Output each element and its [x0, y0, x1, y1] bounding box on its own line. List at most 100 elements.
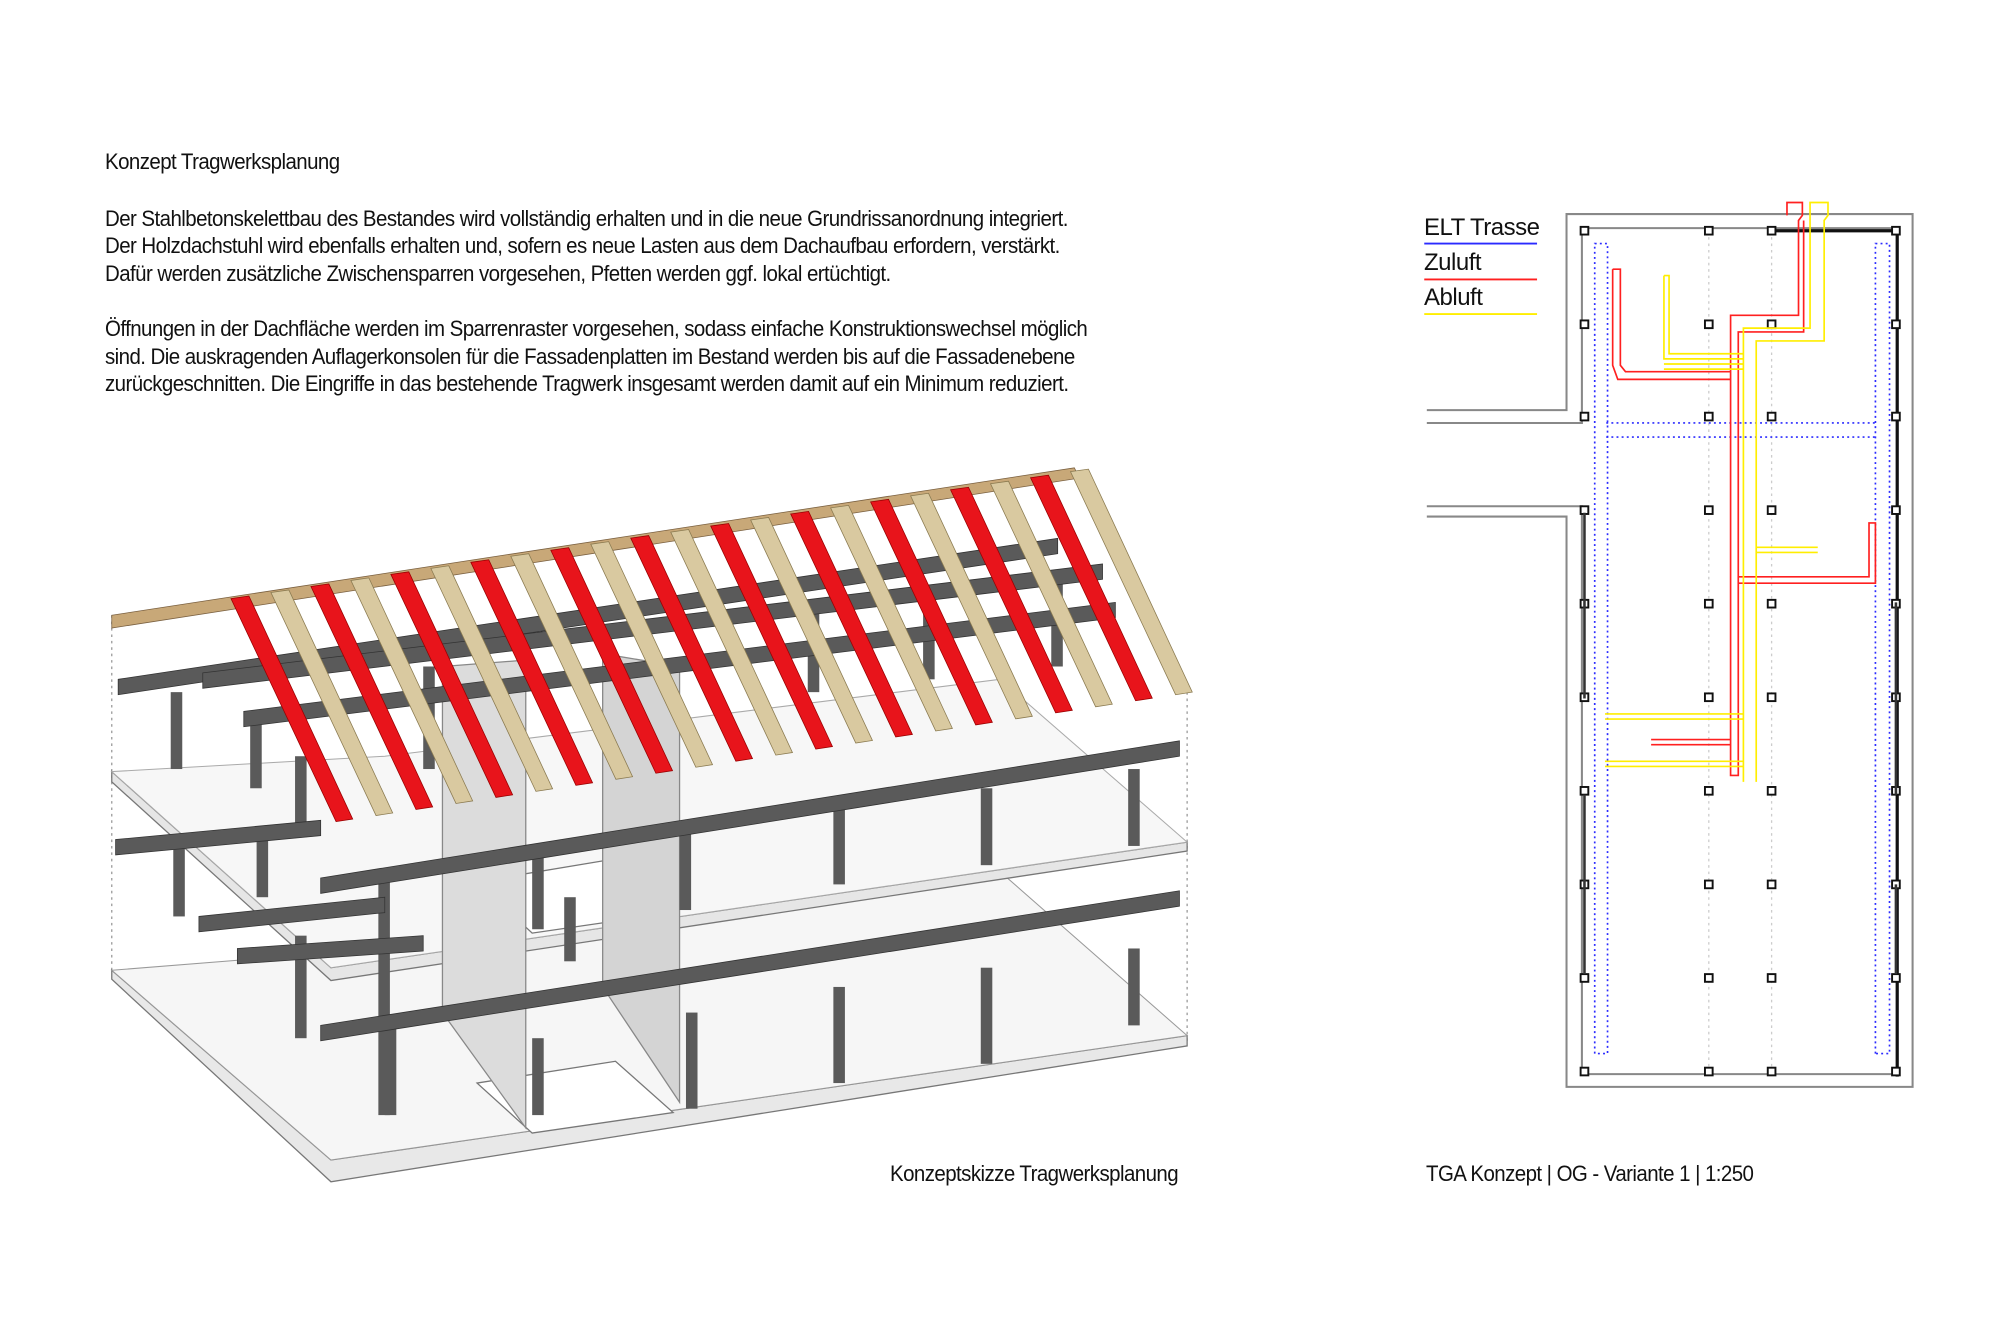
rafters — [230, 468, 1193, 823]
plan-column — [1703, 411, 1714, 422]
plan-column — [1891, 319, 1901, 330]
column — [378, 877, 390, 1116]
plan-column — [1703, 225, 1714, 236]
column — [980, 967, 993, 1064]
rafter-existing — [430, 565, 554, 792]
caption-tga: TGA Konzept | OG - Variante 1 | 1:250 — [1426, 1161, 1754, 1186]
rafter-new — [470, 559, 594, 786]
paragraph1-line3: Dafür werden zusätzliche Zwischensparren… — [105, 261, 891, 286]
plan-column — [1766, 1066, 1777, 1077]
plan-column — [1766, 598, 1777, 609]
plan-inner-wall — [1426, 227, 1899, 1076]
plan-column — [1891, 1066, 1901, 1077]
plan-outer-wall — [1426, 213, 1914, 1088]
plan-column — [1579, 411, 1590, 422]
caption-structure: Konzeptskizze Tragwerksplanung — [890, 1161, 1179, 1186]
legend — [1424, 242, 1538, 315]
column — [833, 807, 845, 885]
rafter-existing — [750, 517, 874, 744]
plan-column — [1703, 319, 1714, 330]
column — [295, 756, 307, 834]
plan-column — [1703, 786, 1714, 796]
beam — [320, 890, 1180, 1042]
rafter-new — [870, 498, 993, 726]
rafter-new — [390, 571, 514, 798]
plan-column — [1703, 505, 1714, 515]
rafter-existing — [830, 504, 953, 732]
plan-column — [1891, 973, 1901, 983]
column — [1128, 948, 1140, 1026]
plan-column — [1766, 786, 1777, 796]
rafter-existing — [350, 577, 474, 804]
rafter-new — [790, 510, 913, 738]
plan-column — [1703, 879, 1714, 890]
column — [256, 833, 269, 898]
plan-column — [1766, 692, 1777, 703]
plan-column — [1703, 692, 1714, 703]
tga-floor-plan — [1424, 201, 1914, 1088]
legend-label-abluft: Abluft — [1424, 284, 1483, 311]
rafter-new — [550, 547, 674, 774]
rafter-existing — [910, 492, 1033, 720]
rafter-existing — [989, 480, 1113, 708]
structure-isometric — [110, 467, 1193, 1183]
plan-column — [1766, 505, 1777, 515]
column — [564, 897, 576, 962]
grid-lines — [1708, 230, 1773, 1072]
paragraph1-line2: Der Holzdachstuhl wird ebenfalls erhalte… — [105, 233, 1060, 258]
rafter-new — [949, 486, 1073, 714]
beam — [115, 819, 322, 856]
rafter-existing — [1069, 468, 1193, 696]
abluft-ducts — [1604, 201, 1829, 782]
paragraph2-line3: zurückgeschnitten. Die Eingriffe in das … — [105, 371, 1069, 396]
rafter-existing — [270, 589, 394, 816]
column — [1128, 769, 1140, 846]
rafter-existing — [590, 541, 714, 768]
plan-column — [1766, 973, 1777, 983]
column — [532, 852, 544, 930]
plan-column — [1703, 598, 1714, 609]
rafter-new — [310, 583, 434, 810]
plan-column — [1579, 1066, 1590, 1077]
column — [685, 1012, 698, 1109]
plan-column — [1766, 879, 1777, 890]
plan-column — [1891, 505, 1901, 515]
plan-column — [1766, 225, 1777, 236]
rafter-existing — [510, 553, 634, 780]
column — [384, 1025, 397, 1116]
rafter-new — [710, 523, 834, 750]
plan-column — [1766, 411, 1777, 422]
column — [679, 833, 692, 911]
rafter-new — [630, 535, 754, 762]
plan-column — [1766, 319, 1777, 330]
beam — [236, 935, 424, 965]
plan-column — [1579, 786, 1590, 796]
beam — [320, 740, 1180, 894]
plan-column — [1891, 225, 1901, 236]
rafter-existing — [670, 529, 794, 756]
rafter-new — [230, 595, 354, 823]
elt-trasse — [1593, 242, 1891, 1055]
column — [980, 788, 993, 866]
window-lines — [1583, 512, 1898, 975]
plan-column — [1579, 973, 1590, 983]
plan-facade-line — [1771, 229, 1899, 1077]
heading: Konzept Tragwerksplanung — [105, 149, 340, 174]
plan-column — [1579, 225, 1590, 236]
column — [295, 935, 307, 1039]
paragraph2-line1: Öffnungen in der Dachfläche werden im Sp… — [105, 316, 1088, 341]
plan-column — [1891, 411, 1901, 422]
plan-column — [1579, 319, 1590, 330]
legend-label-elt: ELT Trasse — [1424, 214, 1540, 241]
column — [833, 986, 845, 1084]
paragraph2-line2: sind. Die auskragenden Auflagerkonsolen … — [105, 344, 1075, 369]
zuluft-ducts — [1611, 201, 1877, 777]
legend-label-zuluft: Zuluft — [1424, 249, 1482, 276]
column — [532, 1038, 544, 1116]
column — [250, 711, 262, 789]
column — [170, 692, 183, 770]
paragraph1-line1: Der Stahlbetonskelettbau des Bestandes w… — [105, 206, 1068, 231]
plan-column — [1703, 1066, 1714, 1077]
